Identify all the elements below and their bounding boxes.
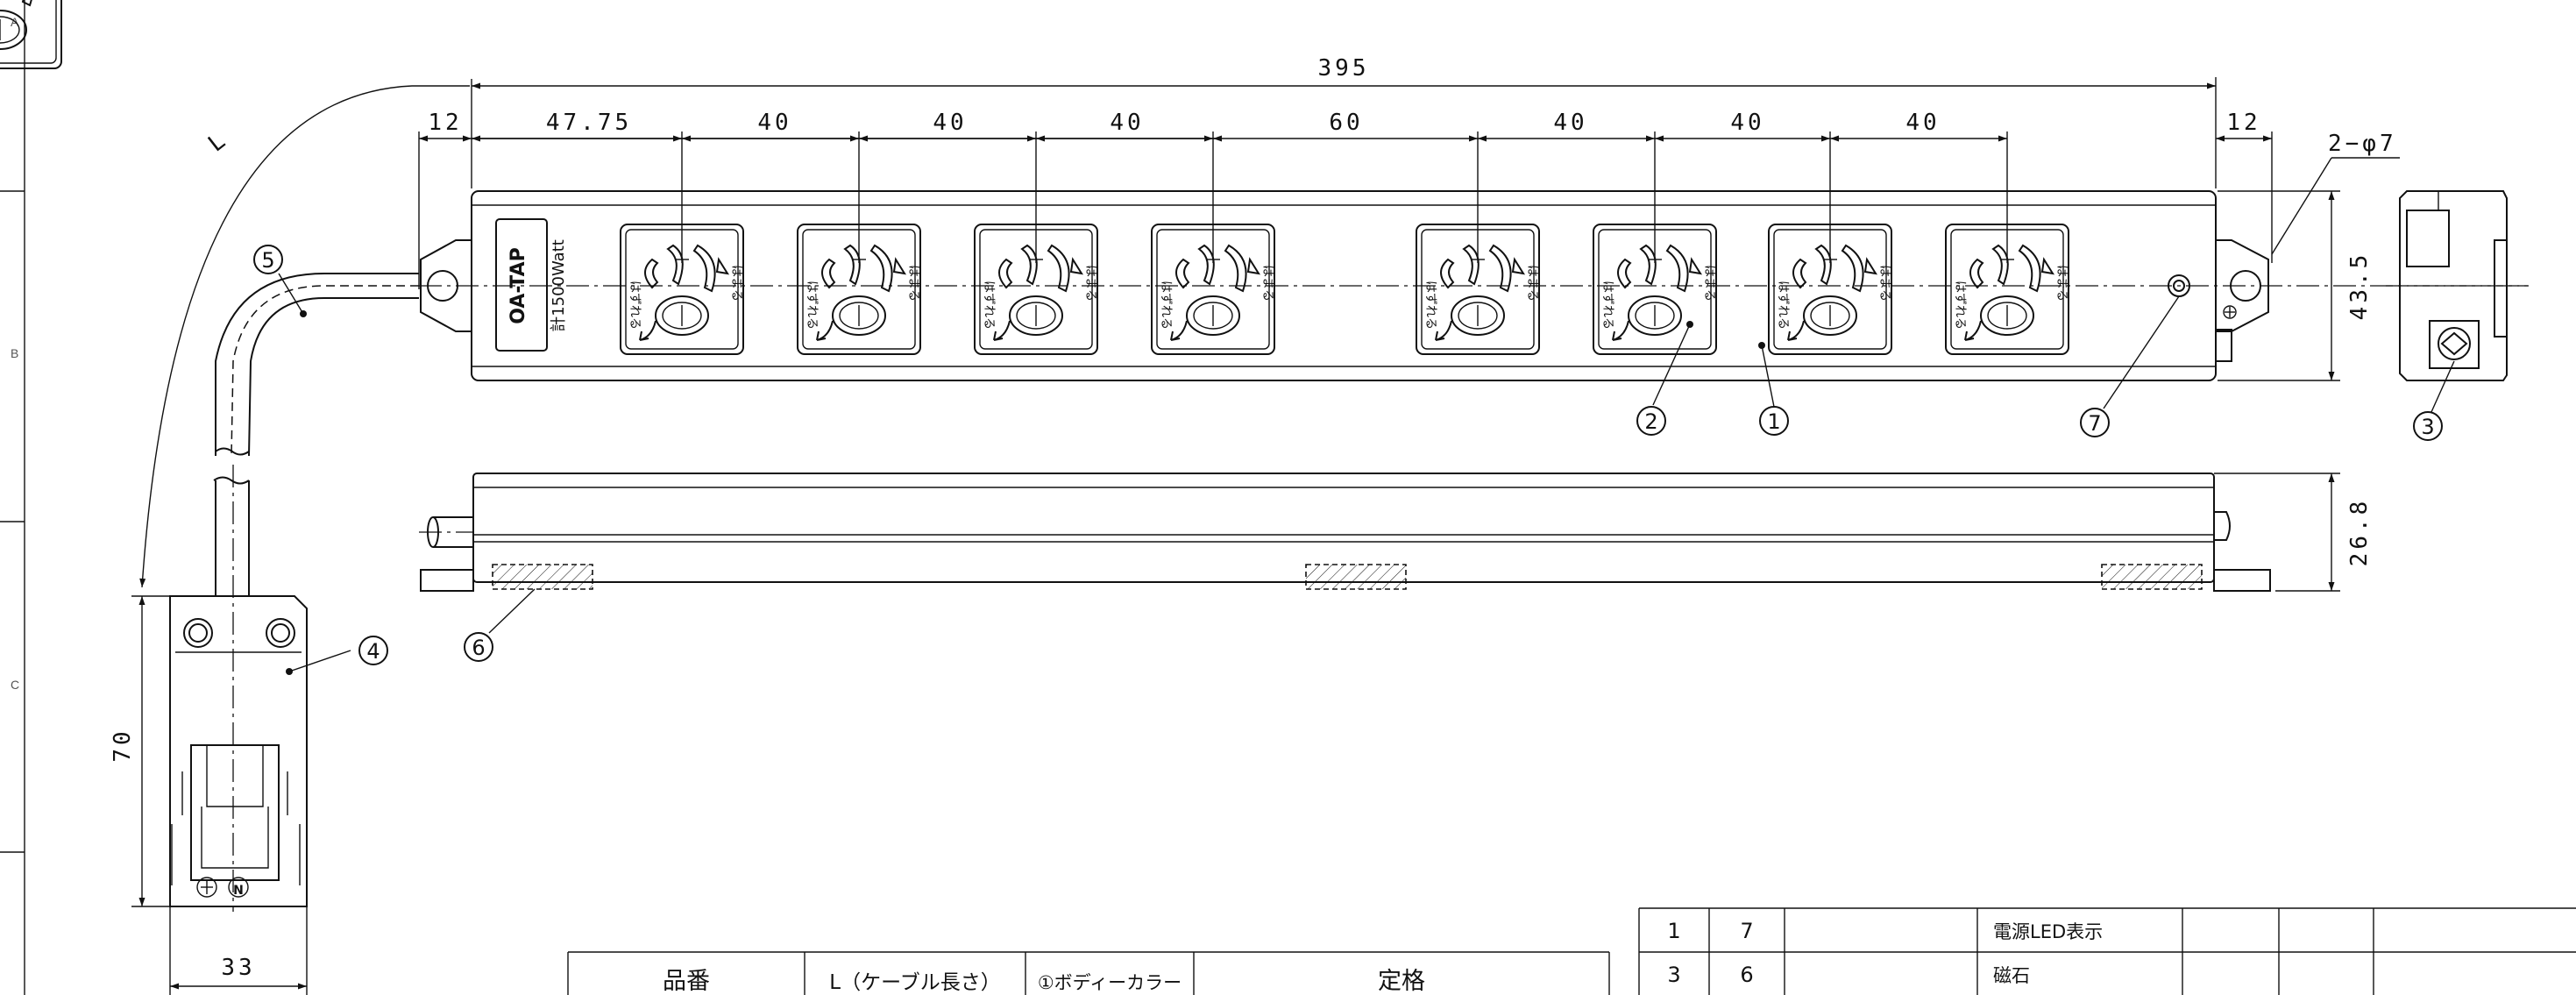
balloon-4: 4 (366, 639, 380, 664)
outlet-5: はずれる はまる (1416, 224, 1540, 355)
dim-end-right-text: 12 (2226, 110, 2260, 136)
parts-row-ref: 6 (1740, 963, 1753, 987)
power-strip-end-view (2386, 190, 2529, 381)
outlet-6: はずれる はまる (1593, 224, 1717, 355)
parts-row-no: 1 (1667, 919, 1680, 943)
zone-label-c: C (11, 678, 19, 692)
dim-gap-text: 60 (1329, 110, 1363, 136)
spec-header-part-no: 品番 (663, 968, 710, 995)
dimension-plug-width: 33 (169, 906, 308, 995)
drawing-frame: A B C (0, 0, 25, 995)
balloon-2: 2 (1644, 409, 1657, 434)
outlet-3: はずれる はまる (974, 224, 1098, 355)
balloon-7: 7 (2088, 411, 2101, 436)
parts-row-name: 磁石 (1993, 965, 2030, 986)
outlet-text-left: はずれる (1953, 281, 1967, 330)
outlet-text-right: はまる (1525, 265, 1539, 302)
outlet-text-right: はまる (906, 265, 920, 302)
neutral-mark: N (233, 884, 244, 898)
dim-pitch-4-text: 40 (1553, 110, 1587, 136)
dim-holes-text: 2−φ7 (2328, 131, 2397, 157)
dim-overall-text: 395 (1318, 55, 1370, 82)
outlet-text-right: はまる (1260, 265, 1274, 302)
spec-header-rating: 定格 (1378, 968, 1425, 995)
led-window (2429, 320, 2480, 369)
dim-pitch-2-text: 40 (933, 110, 967, 136)
outlet-4: はずれる はまる (1151, 224, 1275, 355)
parts-table: 1 7 電源LED表示 3 6 磁石 (1638, 907, 2576, 995)
outlet-text-left: はずれる (1776, 281, 1790, 330)
dim-pitch-6-text: 40 (1905, 110, 1940, 136)
balloon-callouts: 1 2 3 4 5 6 7 (253, 245, 2455, 675)
balloon-1: 1 (1767, 409, 1780, 434)
dim-plug-width-text: 33 (221, 955, 255, 981)
magnets (492, 564, 2203, 590)
dimension-cable-length: L (139, 85, 470, 588)
outlet-text-left: はずれる (1600, 281, 1614, 330)
outlet-text-right: はまる (1702, 265, 1716, 302)
outlet-template (0, 0, 62, 69)
plug: N (169, 595, 308, 907)
outlet-2: はずれる はまる (797, 224, 921, 355)
dim-plug-length-text: 70 (110, 728, 136, 762)
balloon-3: 3 (2421, 415, 2434, 439)
spec-header-cable-length: L（ケーブル長さ） (829, 971, 1000, 994)
outlet-text-left: はずれる (1159, 281, 1173, 330)
balloon-6: 6 (472, 636, 485, 660)
outlet-text-left: はずれる (628, 281, 642, 330)
dimension-plug-length: 70 (110, 595, 170, 907)
outlets: はずれる はまる はずれる はまる はずれる はまる はずれる はまる はずれる… (620, 224, 2069, 355)
parts-row-name: 電源LED表示 (1993, 921, 2103, 942)
dim-cable-text: L (203, 126, 233, 158)
outlet-text-left: はずれる (805, 281, 819, 330)
brand-logo-text: OA-TAP (507, 247, 529, 323)
dimension-end-right: 12 2−φ7 (2216, 110, 2400, 263)
outlet-1: はずれる はまる (620, 224, 744, 355)
dimension-depth: 26.8 (2214, 473, 2373, 592)
outlet-text-right: はまる (2054, 265, 2069, 302)
outlet-text-left: はずれる (982, 281, 996, 330)
dim-first-text: 47.75 (546, 110, 632, 136)
outlet-text-right: はまる (1877, 265, 1891, 302)
power-strip-side-view (419, 473, 2271, 592)
power-strip-top-view (419, 190, 2529, 381)
dimension-height: 43.5 (2218, 190, 2373, 381)
dim-pitch-1-text: 40 (757, 110, 791, 136)
spec-table: 品番 L（ケーブル長さ） ①ボディーカラー 定格 (567, 951, 1610, 995)
spec-header-body-color: ①ボディーカラー (1038, 972, 1182, 993)
brand-label: OA-TAP 計1500Watt (495, 218, 568, 352)
parts-row-1: 1 7 電源LED表示 (1667, 919, 2103, 943)
dimension-chain: 12 47.75 40 40 40 60 40 40 40 (418, 110, 2008, 289)
zone-label-b: B (11, 346, 18, 360)
parts-row-ref: 7 (1740, 919, 1753, 943)
brand-rating-text: 計1500Watt (550, 239, 568, 332)
dim-end-left-text: 12 (428, 110, 462, 136)
cable (213, 273, 419, 912)
outlet-text-right: はまる (729, 265, 743, 302)
outlet-7: はずれる はまる (1768, 224, 1892, 355)
balloon-5: 5 (261, 248, 274, 273)
dimension-overall: 395 (471, 55, 2217, 188)
outlet-8: はずれる はまる (1945, 224, 2069, 355)
parts-row-2: 3 6 磁石 (1667, 963, 2030, 987)
outlet-text-left: はずれる (1423, 281, 1437, 330)
dim-pitch-5-text: 40 (1730, 110, 1764, 136)
parts-row-no: 3 (1667, 963, 1680, 987)
dim-depth-text: 26.8 (2346, 498, 2373, 567)
dim-pitch-3-text: 40 (1110, 110, 1144, 136)
outlet-text-right: はまる (1083, 265, 1097, 302)
